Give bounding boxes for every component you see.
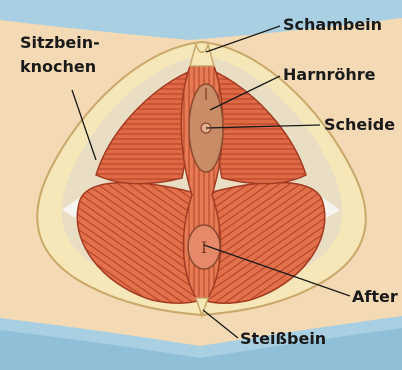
label-harnroehre: Harnröhre	[283, 65, 376, 84]
anus-mark: I	[201, 238, 207, 257]
label-sitzbein-1: Sitzbein-	[20, 33, 100, 52]
label-schambein: Schambein	[283, 15, 382, 34]
label-sitzbein-2: knochen	[20, 57, 96, 76]
label-scheide: Scheide	[324, 115, 395, 134]
label-steissbein: Steißbein	[240, 329, 326, 348]
label-after: After	[352, 287, 398, 306]
